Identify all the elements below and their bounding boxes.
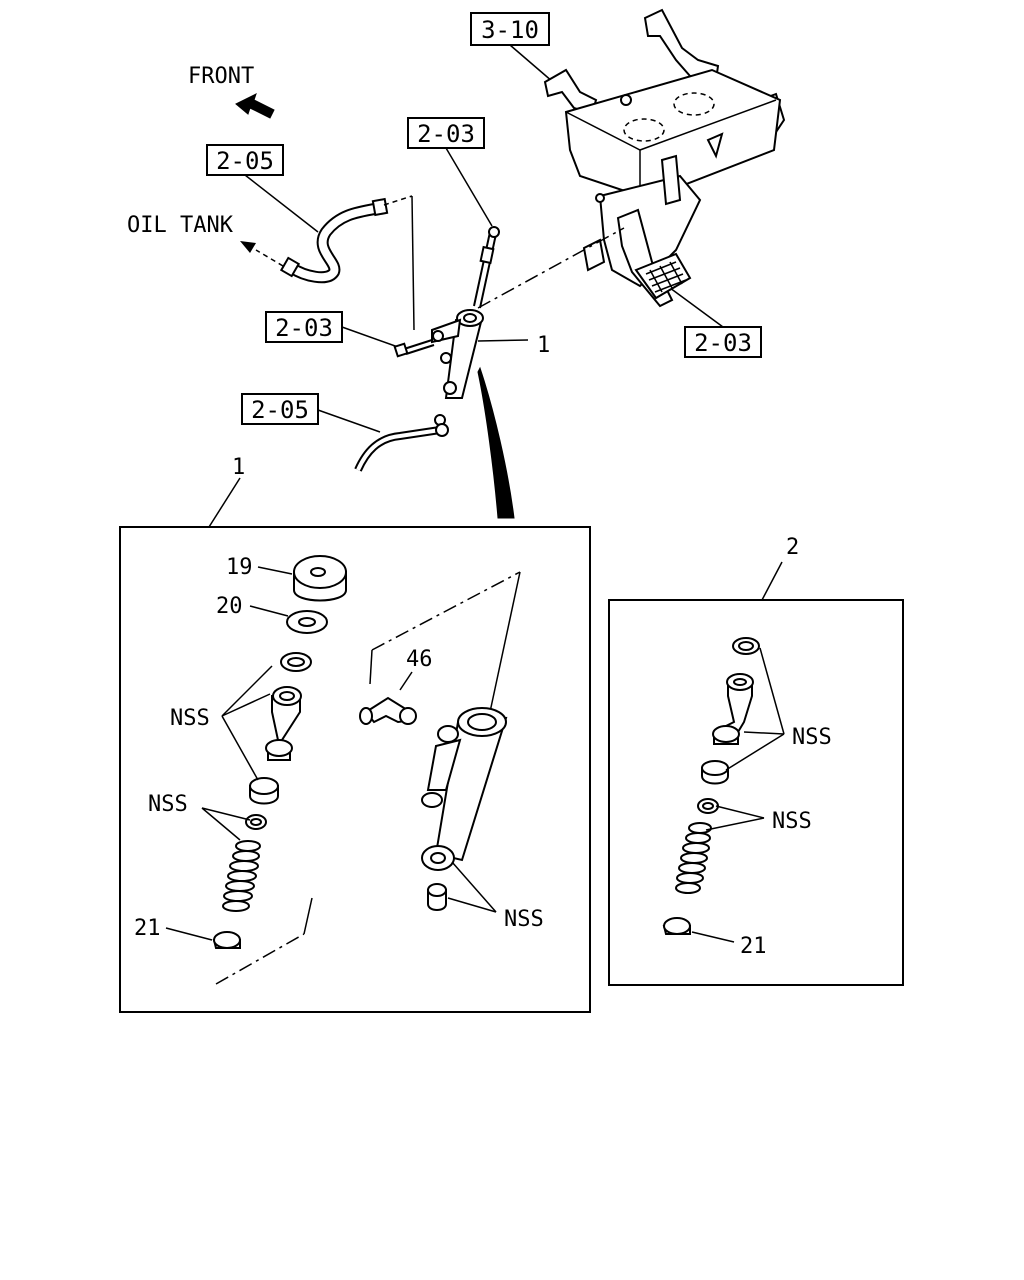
part-21-right-label: 21: [740, 934, 767, 959]
ref-box-3-10[interactable]: 3-10: [470, 12, 550, 46]
nss-a-label: NSS: [170, 706, 210, 731]
return-spring-2: [675, 822, 712, 894]
oil-tank-arrow-icon: [240, 241, 284, 267]
piston-assembly: [265, 686, 302, 761]
part-46-fitting: [359, 696, 417, 725]
ref-2-03-pedal-text: 2-03: [694, 329, 752, 357]
oil-tank-label: OIL TANK: [127, 213, 234, 238]
part-20-washer: [286, 610, 328, 634]
cylinder-body-detail: [421, 707, 508, 871]
master-cylinder-installed: [431, 309, 484, 426]
ref-2-05-hose-text: 2-05: [216, 147, 274, 175]
piston-assembly-2: [712, 673, 754, 745]
part-21-left: [212, 931, 241, 949]
nss-b-label: NSS: [148, 792, 188, 817]
mounting-bolt: [393, 339, 435, 358]
detail-pointer: [477, 366, 515, 519]
part-21-right: [662, 917, 691, 935]
pushrod: [473, 226, 500, 309]
ref-box-2-05-hose[interactable]: 2-05: [206, 144, 284, 176]
front-arrow-icon: [235, 93, 275, 119]
return-spring: [222, 840, 261, 912]
seal-ring-top-2: [732, 637, 760, 655]
nss-c-label: NSS: [504, 907, 544, 932]
detail-box-2: NSS NSS 21: [608, 599, 904, 986]
ref-2-05-pipe-text: 2-05: [251, 396, 309, 424]
detail-2-title: 2: [786, 535, 799, 560]
part-20-label: 20: [216, 594, 243, 619]
part-46-label: 46: [406, 647, 433, 672]
seal-ring-top: [280, 652, 312, 672]
callout-1-main: 1: [537, 333, 550, 358]
nss-e-label: NSS: [772, 809, 812, 834]
ref-box-2-03-bolt[interactable]: 2-03: [265, 311, 343, 343]
piston-cup-2: [701, 760, 729, 785]
detail-1-title: 1: [232, 455, 245, 480]
front-label: FRONT: [188, 64, 254, 89]
ref-2-03-bolt-text: 2-03: [275, 314, 333, 342]
detail-box-1: 19 20 NSS: [119, 526, 591, 1013]
pedal-bracket: [543, 8, 786, 308]
nss-d-label: NSS: [792, 725, 832, 750]
ref-3-10-text: 3-10: [481, 16, 539, 44]
reservoir-hose: [279, 197, 389, 284]
output-pipe: [354, 423, 449, 472]
ref-box-2-03-pedal[interactable]: 2-03: [684, 326, 762, 358]
ref-box-2-03-top[interactable]: 2-03: [407, 117, 485, 149]
piston-cup: [249, 777, 279, 805]
spring-seat: [245, 814, 267, 830]
ref-box-2-05-pipe[interactable]: 2-05: [241, 393, 319, 425]
part-19-cap: [293, 555, 347, 602]
part-21-left-label: 21: [134, 916, 161, 941]
ref-2-03-top-text: 2-03: [417, 120, 475, 148]
part-19-label: 19: [226, 555, 253, 580]
bleeder-boot: [427, 883, 447, 911]
spring-seat-2: [697, 798, 719, 814]
